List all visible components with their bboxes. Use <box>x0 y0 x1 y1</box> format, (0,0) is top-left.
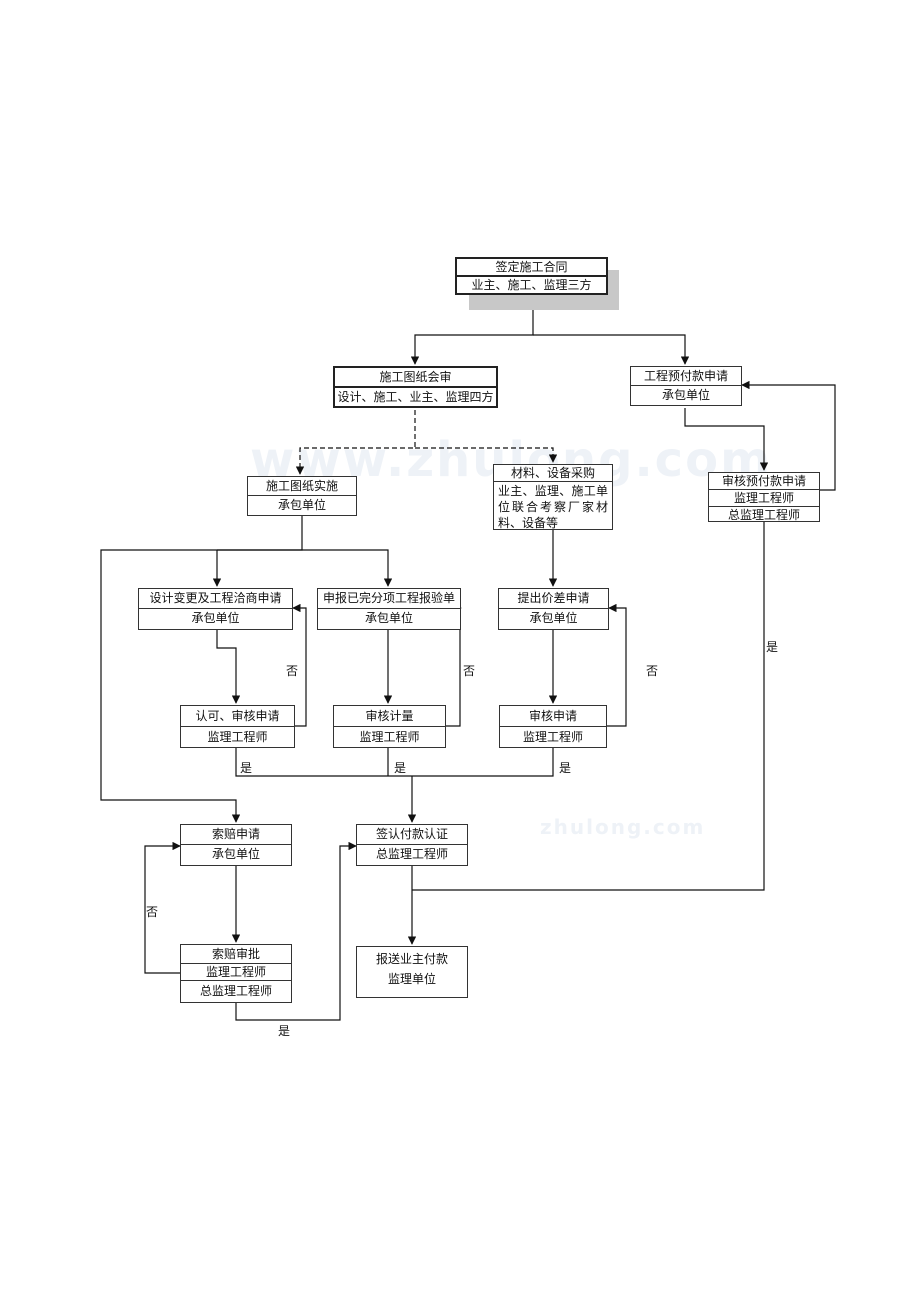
node-approve-app-title: 认可、审核申请 <box>195 709 280 723</box>
label-yes-1: 是 <box>240 761 253 775</box>
label-yes-2: 是 <box>394 761 407 775</box>
label-yes-4: 是 <box>766 640 779 654</box>
node-sign-pay-title: 签认付款认证 <box>375 827 448 841</box>
node-advance-title: 工程预付款申请 <box>643 369 728 383</box>
node-audit-advance-chief: 总监理工程师 <box>709 506 819 523</box>
node-advance-party: 承包单位 <box>631 385 741 404</box>
node-claim-approve-title: 索赔审批 <box>211 947 260 961</box>
node-report-done: 申报已完分项工程报验单 承包单位 <box>317 588 461 630</box>
node-claim: 索赔申请 承包单位 <box>180 824 292 866</box>
node-audit-advance: 审核预付款申请 监理工程师 总监理工程师 <box>708 472 820 522</box>
node-drawing-impl-title: 施工图纸实施 <box>265 479 338 493</box>
node-claim-approve-chief: 总监理工程师 <box>181 980 291 1002</box>
node-claim-approve-engineer: 监理工程师 <box>181 963 291 980</box>
node-material-party: 业主、监理、施工单位联合考察厂家材料、设备等 <box>494 481 612 532</box>
node-audit-app-party: 监理工程师 <box>500 726 606 747</box>
node-drawing-impl-party: 承包单位 <box>248 495 356 514</box>
label-yes-3: 是 <box>559 761 572 775</box>
node-contract-party: 业主、施工、监理三方 <box>457 275 606 293</box>
node-approve-app-party: 监理工程师 <box>181 726 294 747</box>
node-audit-measure: 审核计量 监理工程师 <box>333 705 446 748</box>
node-audit-app-title: 审核申请 <box>528 709 577 723</box>
watermark-small: zhulong.com <box>540 815 706 839</box>
node-price-diff-title: 提出价差申请 <box>517 591 590 605</box>
node-review-title: 施工图纸会审 <box>379 370 452 384</box>
node-audit-advance-title: 审核预付款申请 <box>721 474 806 488</box>
node-contract-title: 签定施工合同 <box>495 260 568 274</box>
label-no-4: 否 <box>146 905 159 919</box>
node-contract: 签定施工合同 业主、施工、监理三方 <box>455 257 608 295</box>
node-design-change-party: 承包单位 <box>139 608 292 628</box>
node-report-done-party: 承包单位 <box>318 608 460 628</box>
node-material: 材料、设备采购 业主、监理、施工单位联合考察厂家材料、设备等 <box>493 464 613 530</box>
node-audit-app: 审核申请 监理工程师 <box>499 705 607 748</box>
label-no-3: 否 <box>646 664 659 678</box>
node-price-diff-party: 承包单位 <box>499 608 608 628</box>
node-claim-approve: 索赔审批 监理工程师 总监理工程师 <box>180 944 292 1003</box>
node-audit-measure-party: 监理工程师 <box>334 726 445 747</box>
node-sign-pay: 签认付款认证 总监理工程师 <box>356 824 468 866</box>
node-price-diff: 提出价差申请 承包单位 <box>498 588 609 630</box>
node-sign-pay-party: 总监理工程师 <box>357 844 467 864</box>
node-drawing-impl: 施工图纸实施 承包单位 <box>247 476 357 516</box>
node-design-change-title: 设计变更及工程洽商申请 <box>149 591 282 605</box>
node-design-change: 设计变更及工程洽商申请 承包单位 <box>138 588 293 630</box>
node-submit-owner-party: 监理单位 <box>387 972 436 986</box>
node-audit-advance-engineer: 监理工程师 <box>709 489 819 506</box>
node-submit-owner: 报送业主付款 监理单位 <box>356 946 468 998</box>
node-claim-party: 承包单位 <box>181 844 291 864</box>
label-yes-5: 是 <box>278 1024 291 1038</box>
label-no-1: 否 <box>286 664 299 678</box>
node-report-done-title: 申报已完分项工程报验单 <box>322 591 455 605</box>
node-submit-owner-title: 报送业主付款 <box>375 952 448 966</box>
node-advance: 工程预付款申请 承包单位 <box>630 366 742 406</box>
node-review: 施工图纸会审 设计、施工、业主、监理四方 <box>333 366 498 408</box>
node-material-title: 材料、设备采购 <box>510 466 595 480</box>
label-no-2: 否 <box>463 664 476 678</box>
node-approve-app: 认可、审核申请 监理工程师 <box>180 705 295 748</box>
node-audit-measure-title: 审核计量 <box>365 709 414 723</box>
node-review-party: 设计、施工、业主、监理四方 <box>335 386 496 406</box>
node-claim-title: 索赔申请 <box>211 827 260 841</box>
